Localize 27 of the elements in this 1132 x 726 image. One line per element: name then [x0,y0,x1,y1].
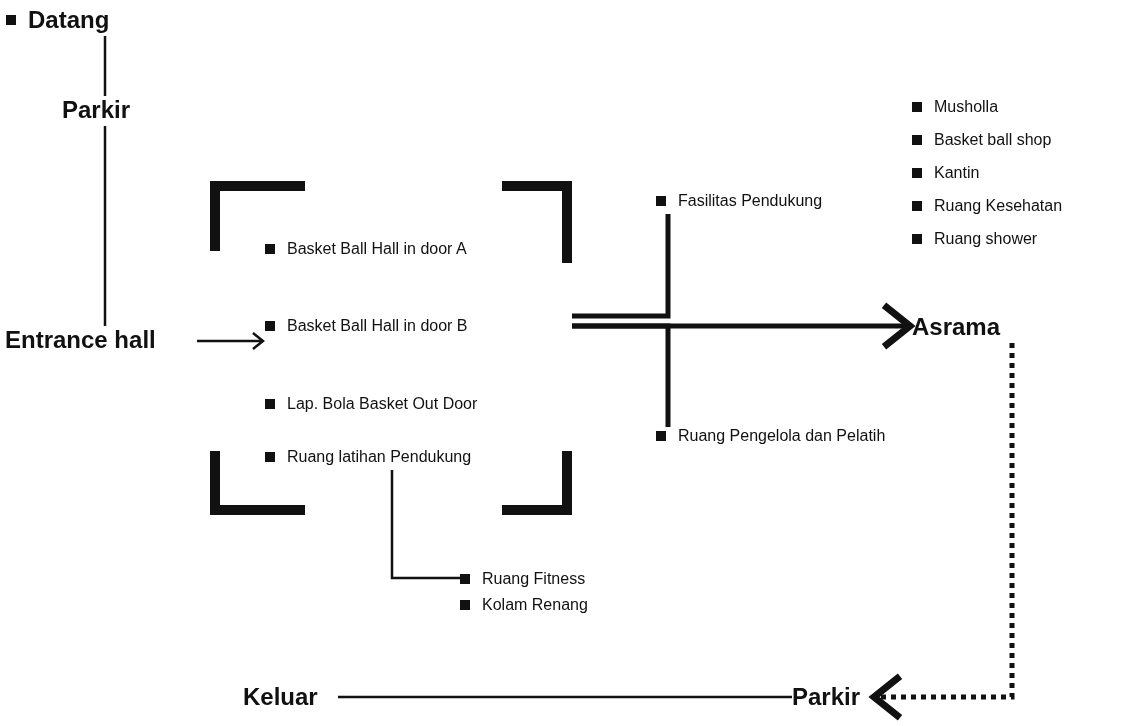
item-text: Fasilitas Pendukung [678,192,823,210]
item-text: Ruang shower [934,230,1038,248]
item-text: Basket Ball Hall in door B [287,317,468,335]
node-title: Parkir [62,96,131,124]
node-title: Keluar [243,683,318,711]
node-title: Entrance hall [5,326,156,354]
arrow [572,301,914,351]
item-text: Basket ball shop [934,131,1052,149]
item-text: Lap. Bola Basket Out Door [287,395,478,413]
item-text: Basket Ball Hall in door A [287,240,467,258]
arrow [870,343,1015,722]
connector-line [572,214,671,319]
arrow [197,331,265,351]
connector-line [103,126,107,326]
item-text: Ruang Fitness [482,570,586,588]
node-title: Asrama [912,313,1001,341]
item-text: Kantin [934,164,980,182]
connector-line [338,695,792,699]
item-text: Ruang Kesehatan [934,197,1063,215]
connector-line [103,36,107,96]
connector-line [390,470,460,580]
item-text: Musholla [934,98,999,116]
node-title: Parkir [792,683,861,711]
item-text: Ruang latihan Pendukung [287,448,472,466]
item-text: Ruang Pengelola dan Pelatih [678,427,886,445]
item-text: Kolam Renang [482,596,588,614]
node-title: Datang [28,6,110,34]
